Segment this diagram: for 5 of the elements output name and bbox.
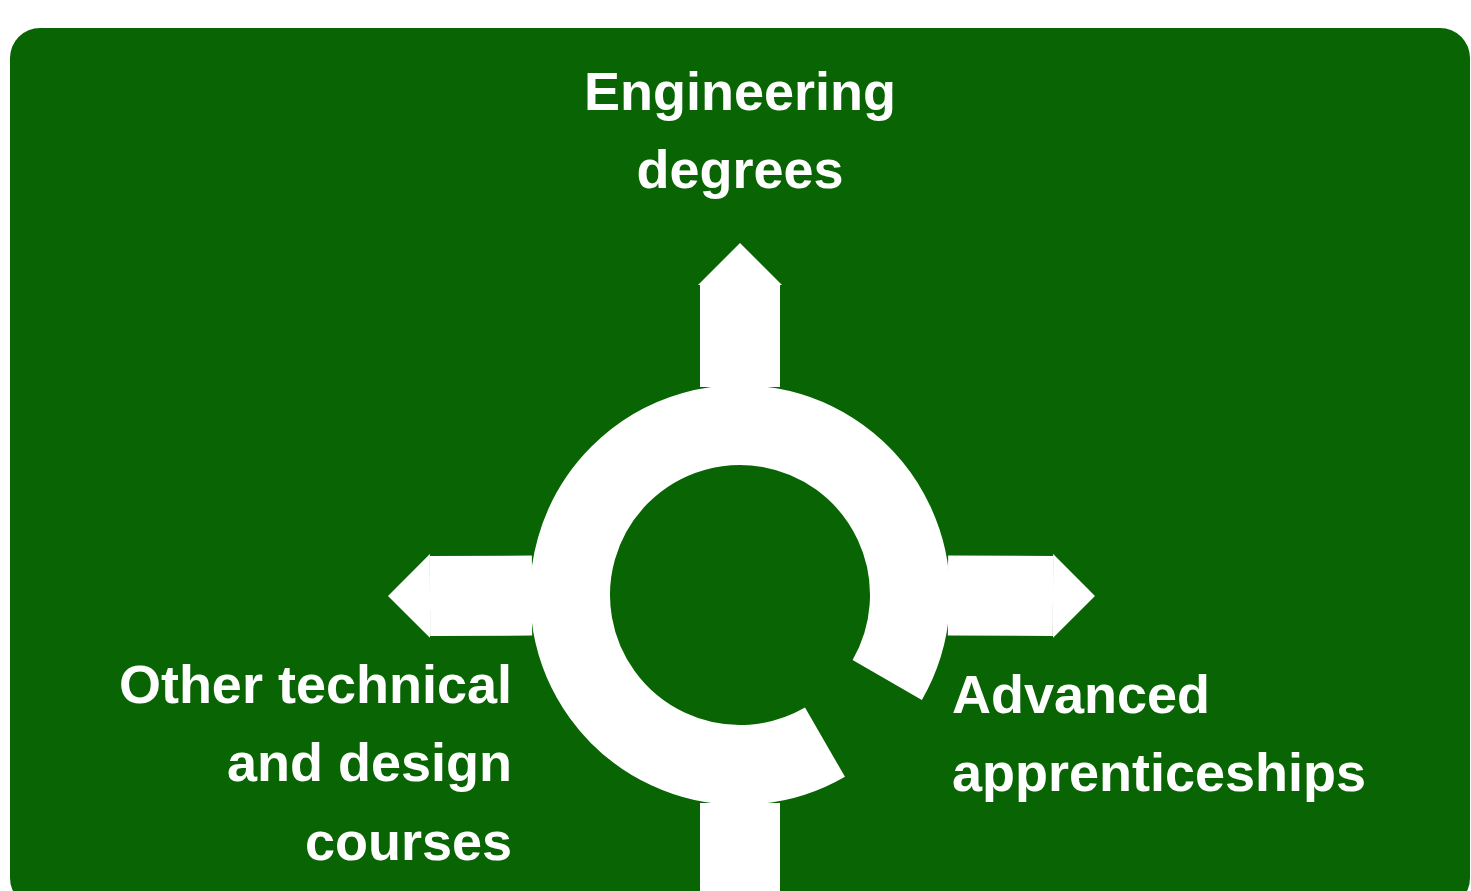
road bbox=[700, 803, 780, 891]
roundabout-ring bbox=[530, 385, 950, 805]
destination-label: Other technical and design courses bbox=[40, 645, 512, 880]
destination-label: Advanced apprenticeships bbox=[952, 655, 1467, 812]
destination-label: Engineering degrees bbox=[530, 52, 950, 239]
